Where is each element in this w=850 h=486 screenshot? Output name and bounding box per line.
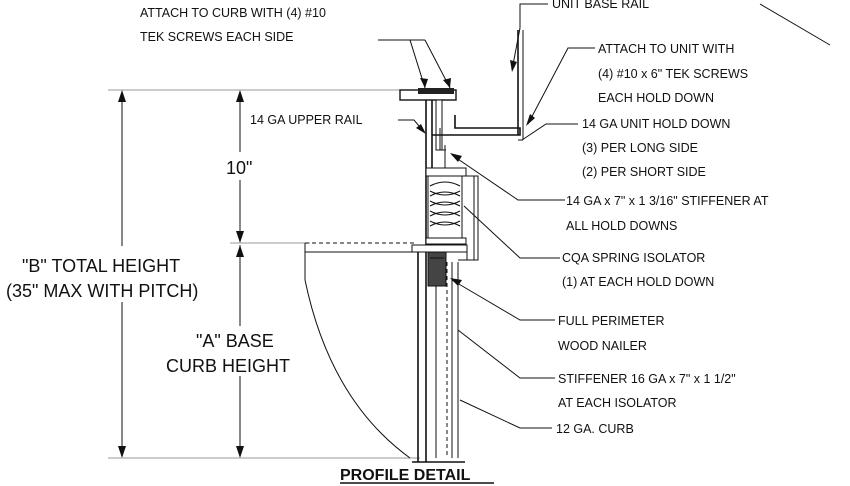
label-hold-down-3: (2) PER SHORT SIDE <box>582 165 706 179</box>
label-nailer-1: FULL PERIMETER <box>558 314 665 328</box>
roof-pitch-arc <box>304 242 435 459</box>
label-stiffener-iso-1: STIFFENER 16 GA x 7" x 1 1/2" <box>558 372 736 386</box>
label-base-height-2: CURB HEIGHT <box>166 356 290 376</box>
dimension-10-label: 10" <box>226 158 252 178</box>
label-base-height-1: "A" BASE <box>196 331 274 351</box>
label-attach-unit-2: (4) #10 x 6" TEK SCREWS <box>598 67 748 81</box>
label-attach-curb-2: TEK SCREWS EACH SIDE <box>140 30 294 44</box>
label-total-height-1: "B" TOTAL HEIGHT <box>22 256 180 276</box>
label-attach-unit-3: EACH HOLD DOWN <box>598 91 714 105</box>
label-spring-2: (1) AT EACH HOLD DOWN <box>562 275 714 289</box>
callout-labels: ATTACH TO CURB WITH (4) #10 TEK SCREWS E… <box>6 0 769 436</box>
curb-assembly <box>411 244 468 463</box>
label-stiffener-hd-2: ALL HOLD DOWNS <box>566 219 677 233</box>
label-attach-unit-1: ATTACH TO UNIT WITH <box>598 42 734 56</box>
label-total-height-2: (35" MAX WITH PITCH) <box>6 281 198 301</box>
drawing-title: PROFILE DETAIL <box>340 467 471 484</box>
label-stiffener-iso-2: AT EACH ISOLATOR <box>558 396 677 410</box>
label-hold-down-2: (3) PER LONG SIDE <box>582 141 698 155</box>
leader-lines <box>378 3 831 429</box>
dimension-lines <box>108 89 420 459</box>
label-hold-down-1: 14 GA UNIT HOLD DOWN <box>582 117 730 131</box>
label-upper-rail: 14 GA UPPER RAIL <box>250 113 363 127</box>
label-unit-base-rail: UNIT BASE RAIL <box>552 0 649 11</box>
label-curb: 12 GA. CURB <box>556 422 634 436</box>
label-nailer-2: WOOD NAILER <box>558 339 647 353</box>
upper-rail-assembly <box>399 30 524 261</box>
label-stiffener-hd-1: 14 GA x 7" x 1 3/16" STIFFENER AT <box>566 194 769 208</box>
label-attach-curb-1: ATTACH TO CURB WITH (4) #10 <box>140 6 326 20</box>
spring-isolator <box>425 167 467 245</box>
label-spring-1: CQA SPRING ISOLATOR <box>562 251 705 265</box>
